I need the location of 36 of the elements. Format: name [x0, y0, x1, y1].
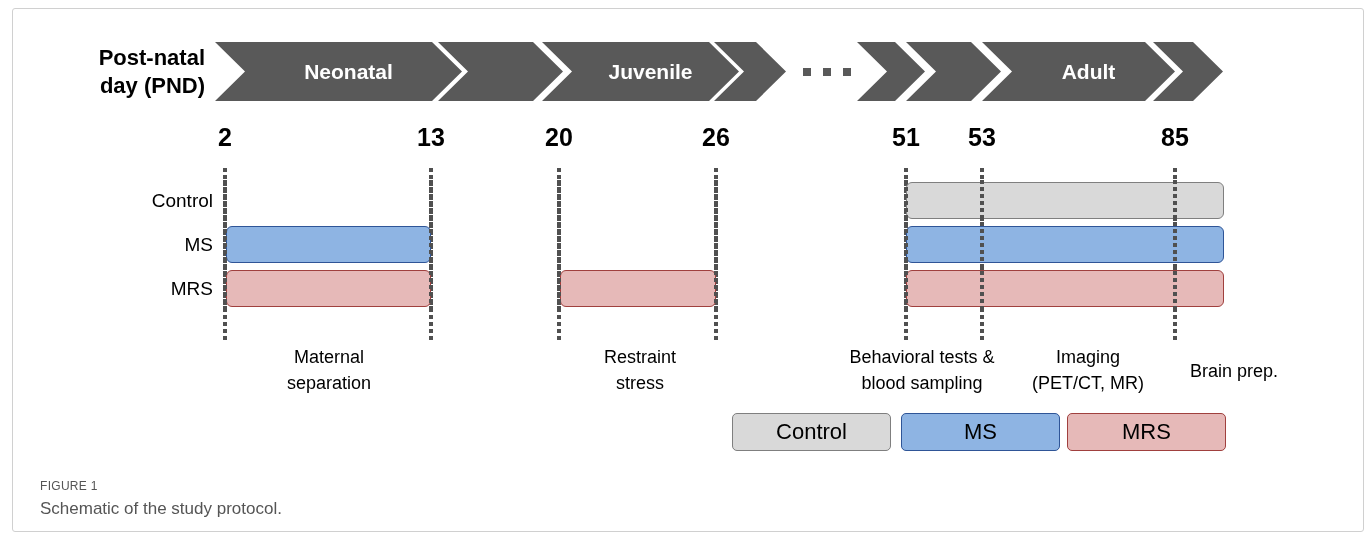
timeline-segment [215, 42, 462, 101]
legend-label: MRS [1122, 419, 1171, 445]
phase-label: Maternal separation [285, 346, 373, 395]
day-number: 51 [892, 122, 920, 152]
day-number: 85 [1161, 122, 1189, 152]
figure-caption: Schematic of the study protocol. [40, 498, 282, 520]
timeline-bar [906, 182, 1224, 219]
timeline-bar [906, 226, 1224, 263]
group-label: Control [151, 189, 213, 213]
day-number: 13 [417, 122, 445, 152]
group-label: MS [184, 233, 213, 257]
day-number: 26 [702, 122, 730, 152]
phase-name: Adult [1060, 58, 1116, 85]
day-number: 2 [218, 122, 232, 152]
axis-title: Post-natal day (PND) [97, 44, 205, 100]
phase-label: Behavioral tests & blood sampling [848, 346, 996, 395]
phase-label: Brain prep. [1190, 360, 1279, 383]
timeline-segment [906, 42, 1001, 101]
phase-label: Imaging (PET/CT, MR) [1031, 346, 1145, 395]
group-label: MRS [170, 277, 213, 301]
timeline-segment [1153, 42, 1223, 101]
day-number: 53 [968, 122, 996, 152]
timeline-segment [857, 42, 925, 101]
phase-name: Neonatal [303, 58, 393, 85]
day-number: 20 [545, 122, 573, 152]
figure-number: FIGURE 1 [40, 478, 98, 495]
timeline-bar [226, 270, 431, 307]
timeline-segment [714, 42, 786, 101]
legend-label: Control [776, 419, 847, 445]
legend-label: MS [964, 419, 997, 445]
timeline-bar [226, 226, 431, 263]
phase-name: Juvenile [607, 58, 693, 85]
timeline-bar [906, 270, 1224, 307]
timeline-bar [560, 270, 716, 307]
timeline-segment [438, 42, 563, 101]
phase-label: Restraint stress [603, 346, 677, 395]
